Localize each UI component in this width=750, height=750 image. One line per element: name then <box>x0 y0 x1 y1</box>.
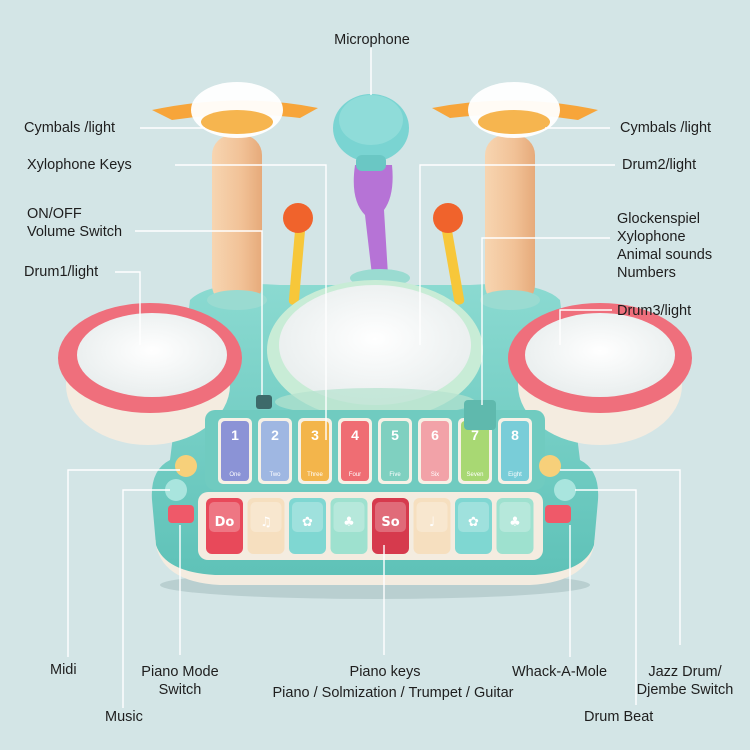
music-button[interactable] <box>168 505 194 523</box>
piano-mode-switch-button[interactable] <box>165 479 187 501</box>
label-drum-beat: Drum Beat <box>584 709 654 725</box>
xylophone-bar-word: Eight <box>508 472 522 478</box>
piano-key-glyph: ♩ <box>429 515 435 530</box>
label-numbers: Numbers <box>617 265 676 281</box>
piano-key[interactable]: ♫ <box>247 498 285 554</box>
label-music: Music <box>105 709 143 725</box>
piano-key[interactable]: Do <box>206 498 243 554</box>
piano-key[interactable]: ♣ <box>496 498 534 554</box>
label-cymbals-left: Cymbals /light <box>24 120 116 136</box>
xylophone-bar-number: 8 <box>511 427 519 443</box>
xylophone-bar-number: 7 <box>471 427 479 443</box>
label-drum2: Drum2/light <box>622 157 697 173</box>
drum-beat-button[interactable] <box>554 479 576 501</box>
drumstick-right <box>441 225 465 305</box>
piano-key-glyph: ♣ <box>509 515 521 530</box>
label-whack-a-mole: Whack-A-Mole <box>512 664 608 680</box>
leader-lines <box>67 48 681 708</box>
xylophone-bar-word: Six <box>431 472 439 478</box>
piano-key-glyph: ✿ <box>468 515 479 530</box>
label-xylophone-keys: Xylophone Keys <box>27 157 132 173</box>
drumstick-left <box>288 225 306 305</box>
xylophone-bar-number: 2 <box>271 427 279 443</box>
label-jazz-drum-switch: Jazz Drum/ Djembe Switch <box>626 663 744 699</box>
label-drum1: Drum1/light <box>24 264 99 280</box>
jazz-drum-switch-button[interactable] <box>539 455 561 477</box>
label-sound-modes: Glockenspiel Xylophone Animal sounds Num… <box>617 210 712 282</box>
whack-button-left[interactable] <box>175 455 197 477</box>
xylophone-bar-word: Seven <box>466 472 483 478</box>
xylophone-bar-number: 4 <box>351 427 359 443</box>
label-piano-modes: Piano / Solmization / Trumpet / Guitar <box>272 685 514 701</box>
label-on-off-line1: ON/OFF <box>27 206 82 222</box>
mic-stand <box>353 165 393 275</box>
label-animal-sounds: Animal sounds <box>617 247 713 263</box>
xylophone-bar-number: 1 <box>231 427 239 443</box>
piano-key-glyph: ✿ <box>302 515 313 530</box>
piano-key[interactable]: ✿ <box>289 498 326 554</box>
stand-right <box>485 135 535 305</box>
xylophone-bar-word: One <box>229 472 241 478</box>
label-jazz-line2: Djembe Switch <box>636 682 734 698</box>
piano-key-glyph: ♫ <box>260 515 272 530</box>
label-piano-mode-line1: Piano Mode <box>141 664 219 680</box>
xylophone-bar-number: 6 <box>431 427 439 443</box>
label-glockenspiel: Glockenspiel <box>617 211 701 227</box>
sound-mode-switch[interactable] <box>464 400 496 430</box>
xylophone-bar-number: 3 <box>311 427 319 443</box>
on-off-volume-switch[interactable] <box>256 395 272 409</box>
label-cymbals-right: Cymbals /light <box>620 120 712 136</box>
drumstick-right-ball <box>433 203 463 233</box>
label-piano-mode-line2: Switch <box>158 682 202 698</box>
xylophone-bar-word: Three <box>307 472 323 478</box>
xylophone-bar-word: Five <box>389 472 401 478</box>
label-microphone: Microphone <box>334 32 410 48</box>
xylophone-bar-number: 5 <box>391 427 399 443</box>
piano-key[interactable]: So <box>372 498 409 554</box>
xylophone-bar-word: Two <box>269 472 281 478</box>
label-piano-mode-switch: Piano Mode Switch <box>130 663 230 699</box>
label-jazz-line1: Jazz Drum/ <box>648 664 722 680</box>
label-xylophone: Xylophone <box>617 229 686 245</box>
piano-key[interactable]: ♩ <box>413 498 451 554</box>
whack-a-mole-button[interactable] <box>545 505 571 523</box>
label-piano-keys: Piano keys <box>349 664 421 680</box>
label-on-off-line2: Volume Switch <box>27 224 123 240</box>
label-midi: Midi <box>50 662 77 678</box>
piano-key[interactable]: ♣ <box>330 498 368 554</box>
label-drum3: Drum3/light <box>617 303 692 319</box>
stand-left <box>212 135 262 305</box>
xylophone-bar-word: Four <box>349 472 361 478</box>
piano-key[interactable]: ✿ <box>455 498 492 554</box>
piano-keys[interactable]: Do ♫ ✿ ♣ So ♩ ✿ ♣ <box>206 498 534 554</box>
label-on-off-volume: ON/OFF Volume Switch <box>27 205 122 241</box>
piano-key-glyph: So <box>381 515 399 530</box>
drumstick-left-ball <box>283 203 313 233</box>
piano-key-glyph: Do <box>215 515 235 530</box>
piano-key-glyph: ♣ <box>343 515 355 530</box>
